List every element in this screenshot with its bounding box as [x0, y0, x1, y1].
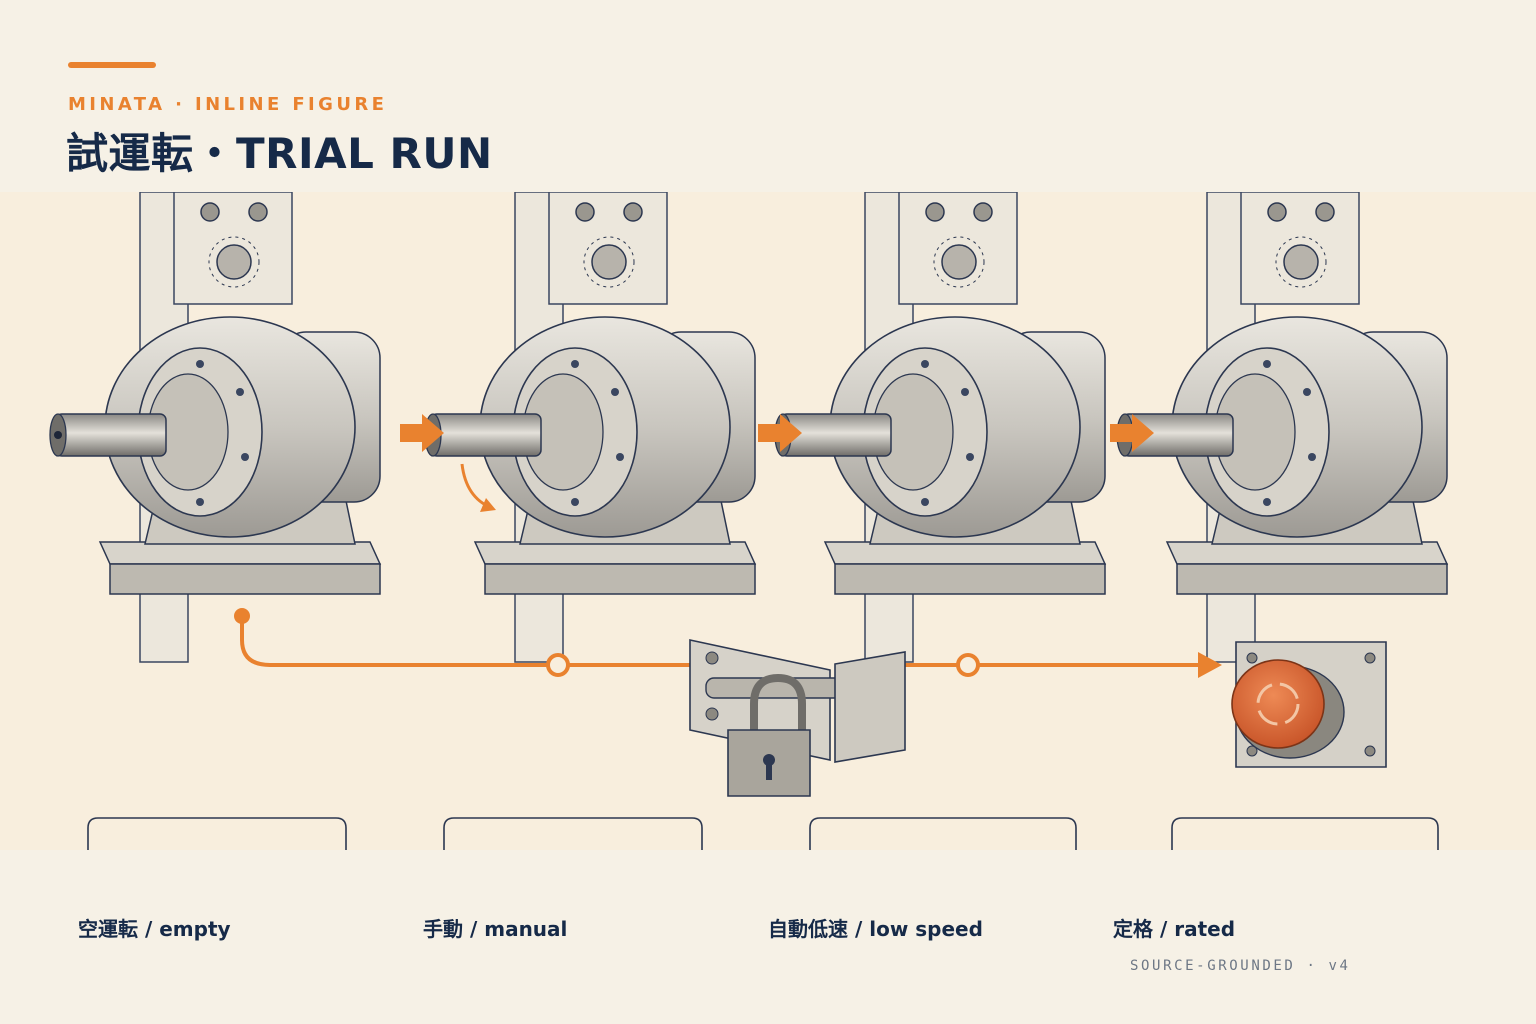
gear-motor-icon	[1116, 192, 1448, 663]
trial-run-figure	[0, 192, 1536, 850]
gear-motor-icon	[774, 192, 1106, 663]
label-frame	[1171, 817, 1439, 850]
flow-arrow-icon	[1198, 652, 1222, 678]
page-title: 試運転・TRIAL RUN	[66, 129, 493, 178]
flow-start-node	[234, 608, 250, 624]
footer-note: SOURCE-GROUNDED · v4	[1130, 958, 1351, 974]
emergency-stop-icon	[1231, 641, 1387, 768]
padlock-icon	[689, 639, 906, 797]
figure-canvas	[49, 192, 1448, 850]
flow-node	[956, 653, 980, 677]
label-frame	[809, 817, 1077, 850]
accent-bar	[68, 62, 156, 68]
step-label-manual: 手動 / manual	[423, 917, 568, 941]
safety-flow-line	[240, 616, 1200, 667]
gear-motor-icon	[424, 192, 756, 663]
label-frame	[443, 817, 703, 850]
flow-node	[546, 653, 570, 677]
step-label-empty: 空運転 / empty	[78, 917, 231, 941]
kicker-label: MINATA · INLINE FIGURE	[68, 94, 388, 115]
gear-motor-icon	[49, 192, 381, 663]
step-label-low-speed: 自動低速 / low speed	[768, 917, 983, 941]
step-label-rated: 定格 / rated	[1113, 917, 1236, 941]
label-frame	[87, 817, 347, 850]
